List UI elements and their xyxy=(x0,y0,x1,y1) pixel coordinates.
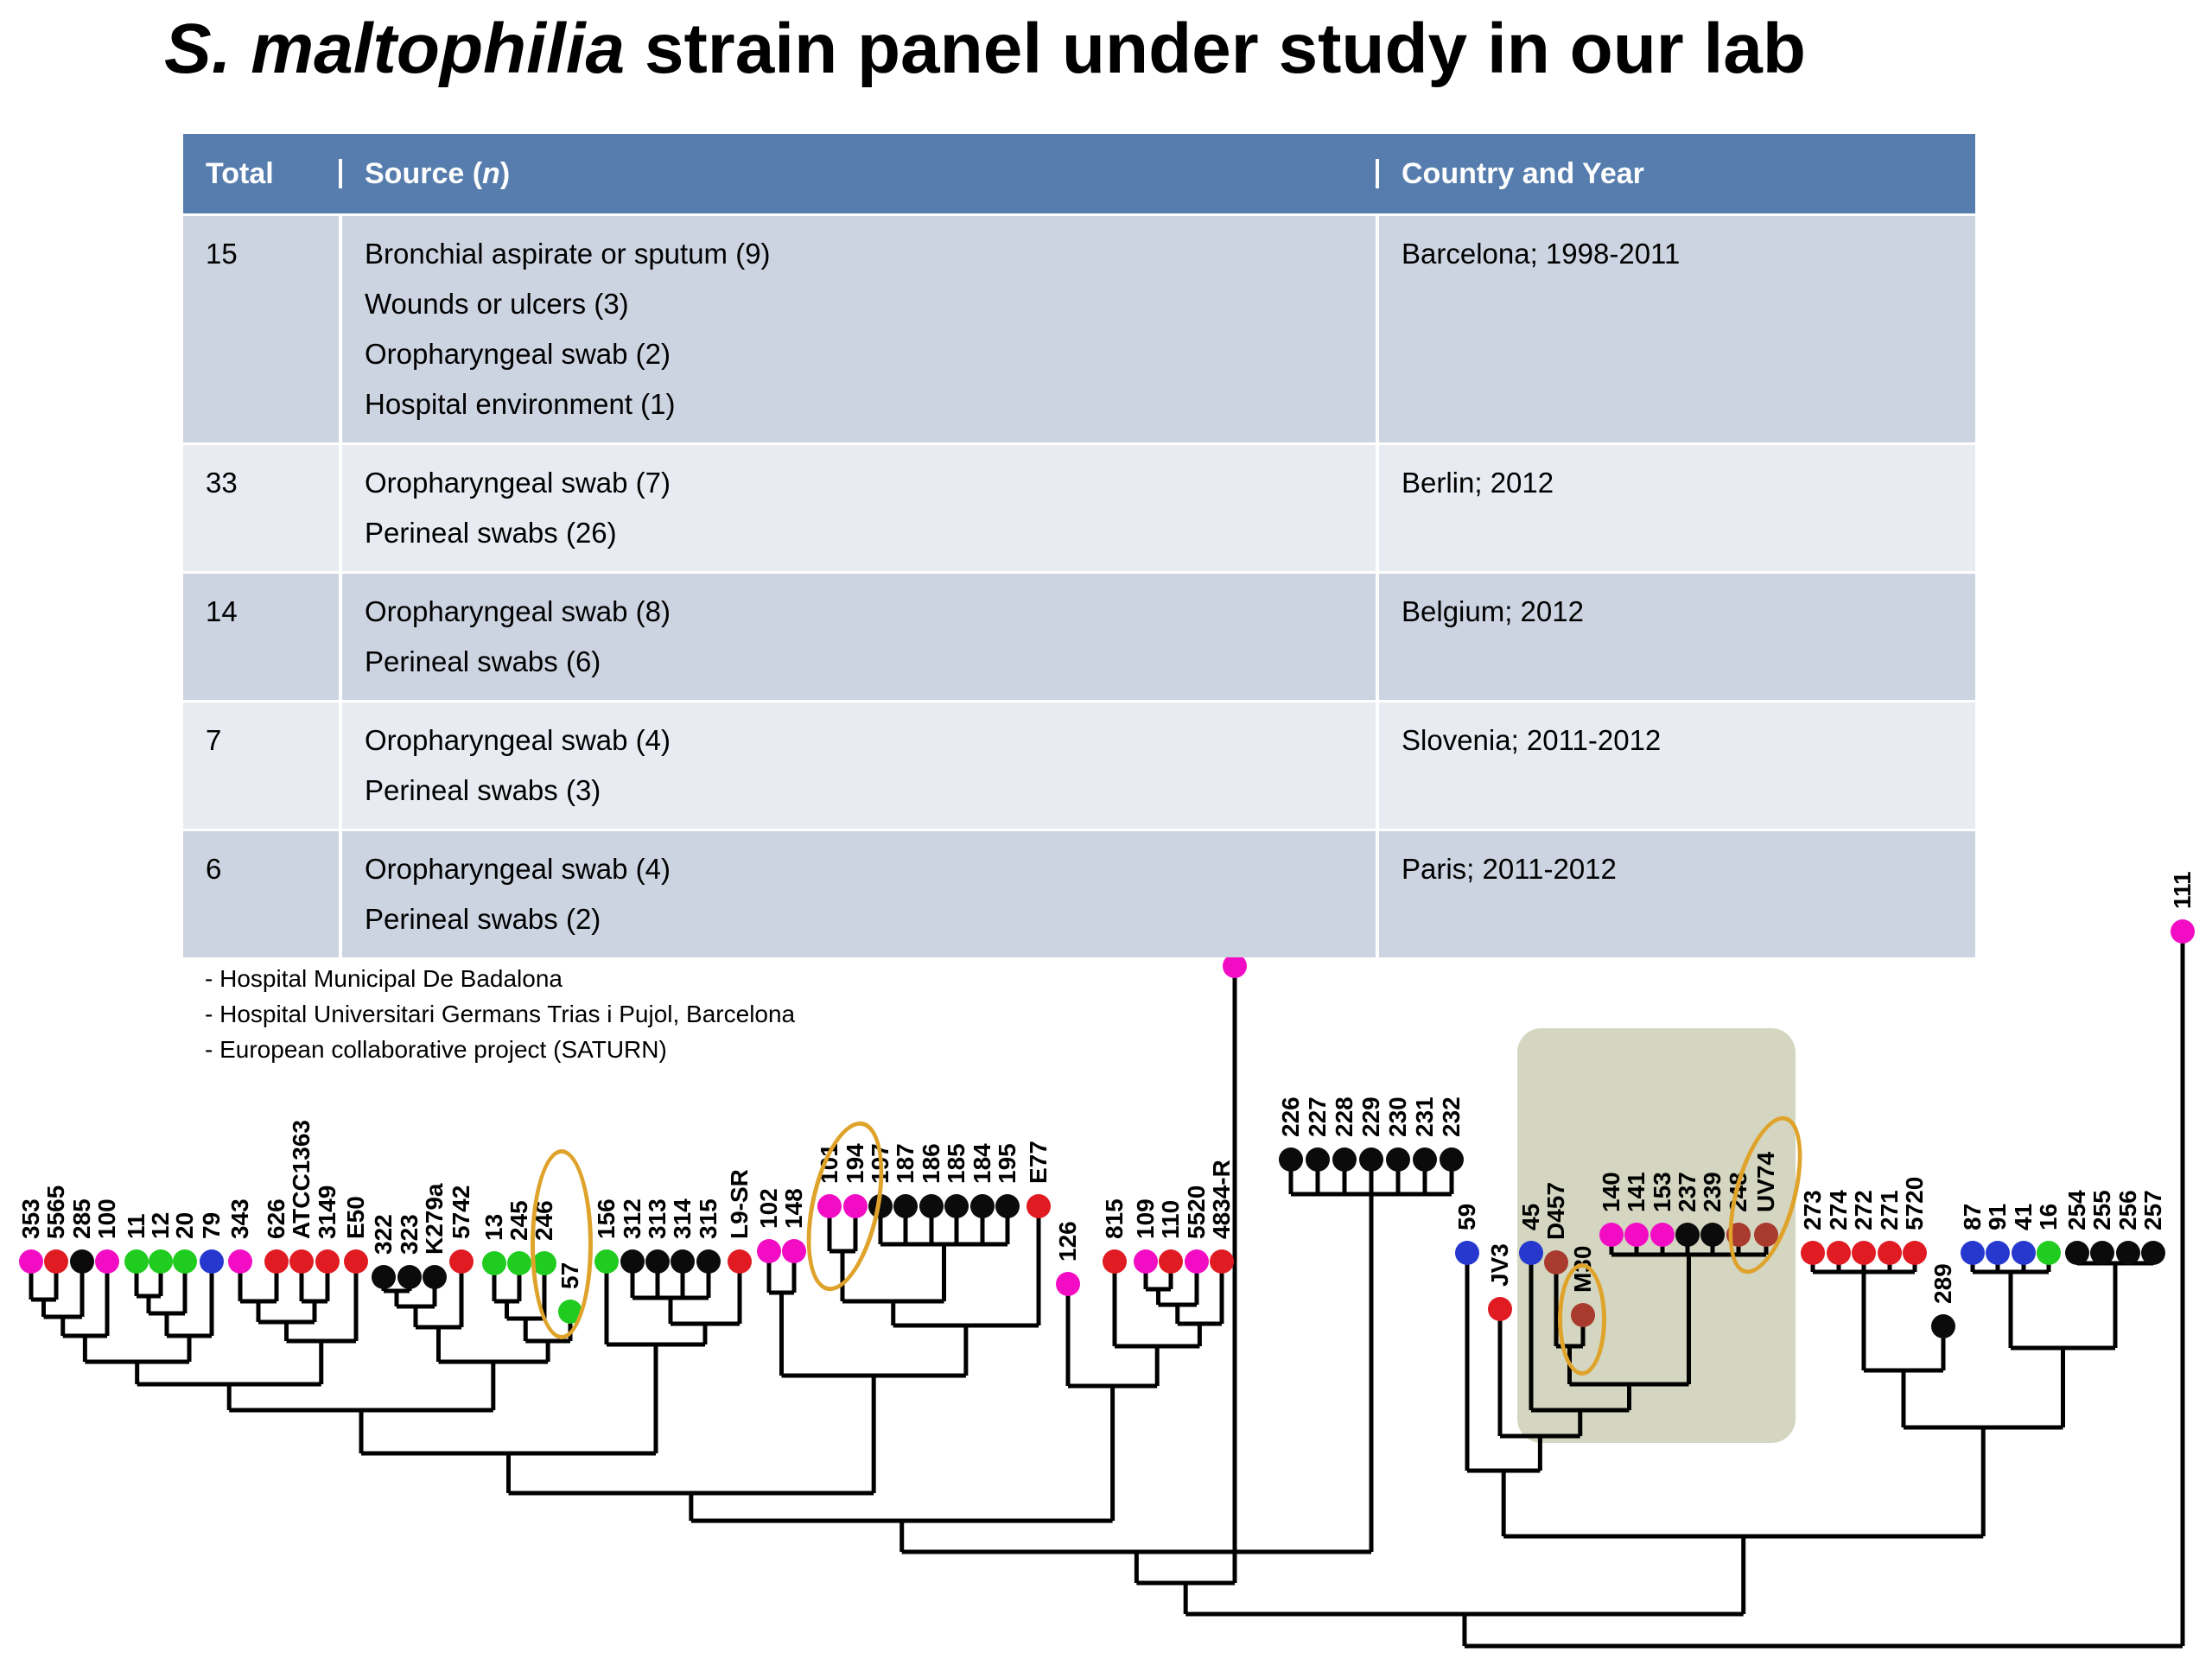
cell-source: Oropharyngeal swab (8) Perineal swabs (6) xyxy=(339,574,1376,700)
cell-country: Belgium; 2012 xyxy=(1376,574,1975,700)
cell-source: Oropharyngeal swab (7) Perineal swabs (26… xyxy=(339,445,1376,571)
source-line: Oropharyngeal swab (2) xyxy=(365,338,671,370)
annotation-ellipse xyxy=(531,1149,593,1339)
cell-country: Slovenia; 2011-2012 xyxy=(1376,702,1975,829)
cell-source: Bronchial aspirate or sputum (9) Wounds o… xyxy=(339,216,1376,442)
header-source-n: n xyxy=(482,157,500,190)
source-line: Perineal swabs (3) xyxy=(365,774,601,806)
source-line: Oropharyngeal swab (7) xyxy=(365,467,671,499)
header-total: Total xyxy=(206,157,274,190)
header-source: Source (n) xyxy=(339,159,1376,188)
footnotes: - Hospital Municipal De Badalona - Hospi… xyxy=(205,961,795,1067)
table-row: 14 Oropharyngeal swab (8) Perineal swabs (… xyxy=(183,571,1975,700)
source-line: Bronchial aspirate or sputum (9) xyxy=(365,238,771,270)
annotation-ellipse xyxy=(1558,1263,1606,1376)
cell-country: Barcelona; 1998-2011 xyxy=(1376,216,1975,442)
table-row: 7 Oropharyngeal swab (4) Perineal swabs (3… xyxy=(183,700,1975,829)
footnote-line: - Hospital Municipal De Badalona xyxy=(205,965,563,992)
cell-total: 6 xyxy=(206,853,222,885)
strain-table-body: 15 Bronchial aspirate or sputum (9) Wounds… xyxy=(183,213,1975,957)
table-row: 15 Bronchial aspirate or sputum (9) Wounds… xyxy=(183,213,1975,442)
cell-country: Berlin; 2012 xyxy=(1376,445,1975,571)
source-line: Perineal swabs (26) xyxy=(365,517,617,549)
header-source-pre: Source ( xyxy=(365,157,483,190)
header-source-post: ) xyxy=(499,157,511,190)
table-row: 6 Oropharyngeal swab (4) Perineal swabs (2… xyxy=(183,829,1975,957)
title-rest: strain panel under study in our lab xyxy=(625,10,1806,88)
source-line: Oropharyngeal swab (8) xyxy=(365,595,671,627)
cell-source: Oropharyngeal swab (4) Perineal swabs (2) xyxy=(339,831,1376,957)
footnote-line: - European collaborative project (SATURN… xyxy=(205,1036,667,1063)
table-row: 33 Oropharyngeal swab (7) Perineal swabs (… xyxy=(183,442,1975,571)
source-line: Wounds or ulcers (3) xyxy=(365,288,629,320)
source-line: Oropharyngeal swab (4) xyxy=(365,853,671,885)
title-species: S. maltophilia xyxy=(164,10,626,88)
cell-total: 15 xyxy=(206,238,238,270)
cell-total: 33 xyxy=(206,467,238,499)
header-country: Country and Year xyxy=(1376,159,1975,188)
cell-total: 7 xyxy=(206,724,222,756)
strain-table: Total Source (n) Country and Year 15 Bron… xyxy=(183,134,1975,957)
cell-country: Paris; 2011-2012 xyxy=(1376,831,1975,957)
cell-source: Oropharyngeal swab (4) Perineal swabs (3) xyxy=(339,702,1376,829)
table-header-row: Total Source (n) Country and Year xyxy=(183,134,1975,213)
footnote-line: - Hospital Universitari Germans Trias i … xyxy=(205,1001,796,1027)
source-line: Perineal swabs (6) xyxy=(365,645,601,677)
cell-total: 14 xyxy=(206,595,238,627)
source-line: Oropharyngeal swab (4) xyxy=(365,724,671,756)
source-line: Perineal swabs (2) xyxy=(365,903,601,935)
source-line: Hospital environment (1) xyxy=(365,388,676,420)
page-title: S. maltophilia strain panel under study … xyxy=(164,9,1806,90)
